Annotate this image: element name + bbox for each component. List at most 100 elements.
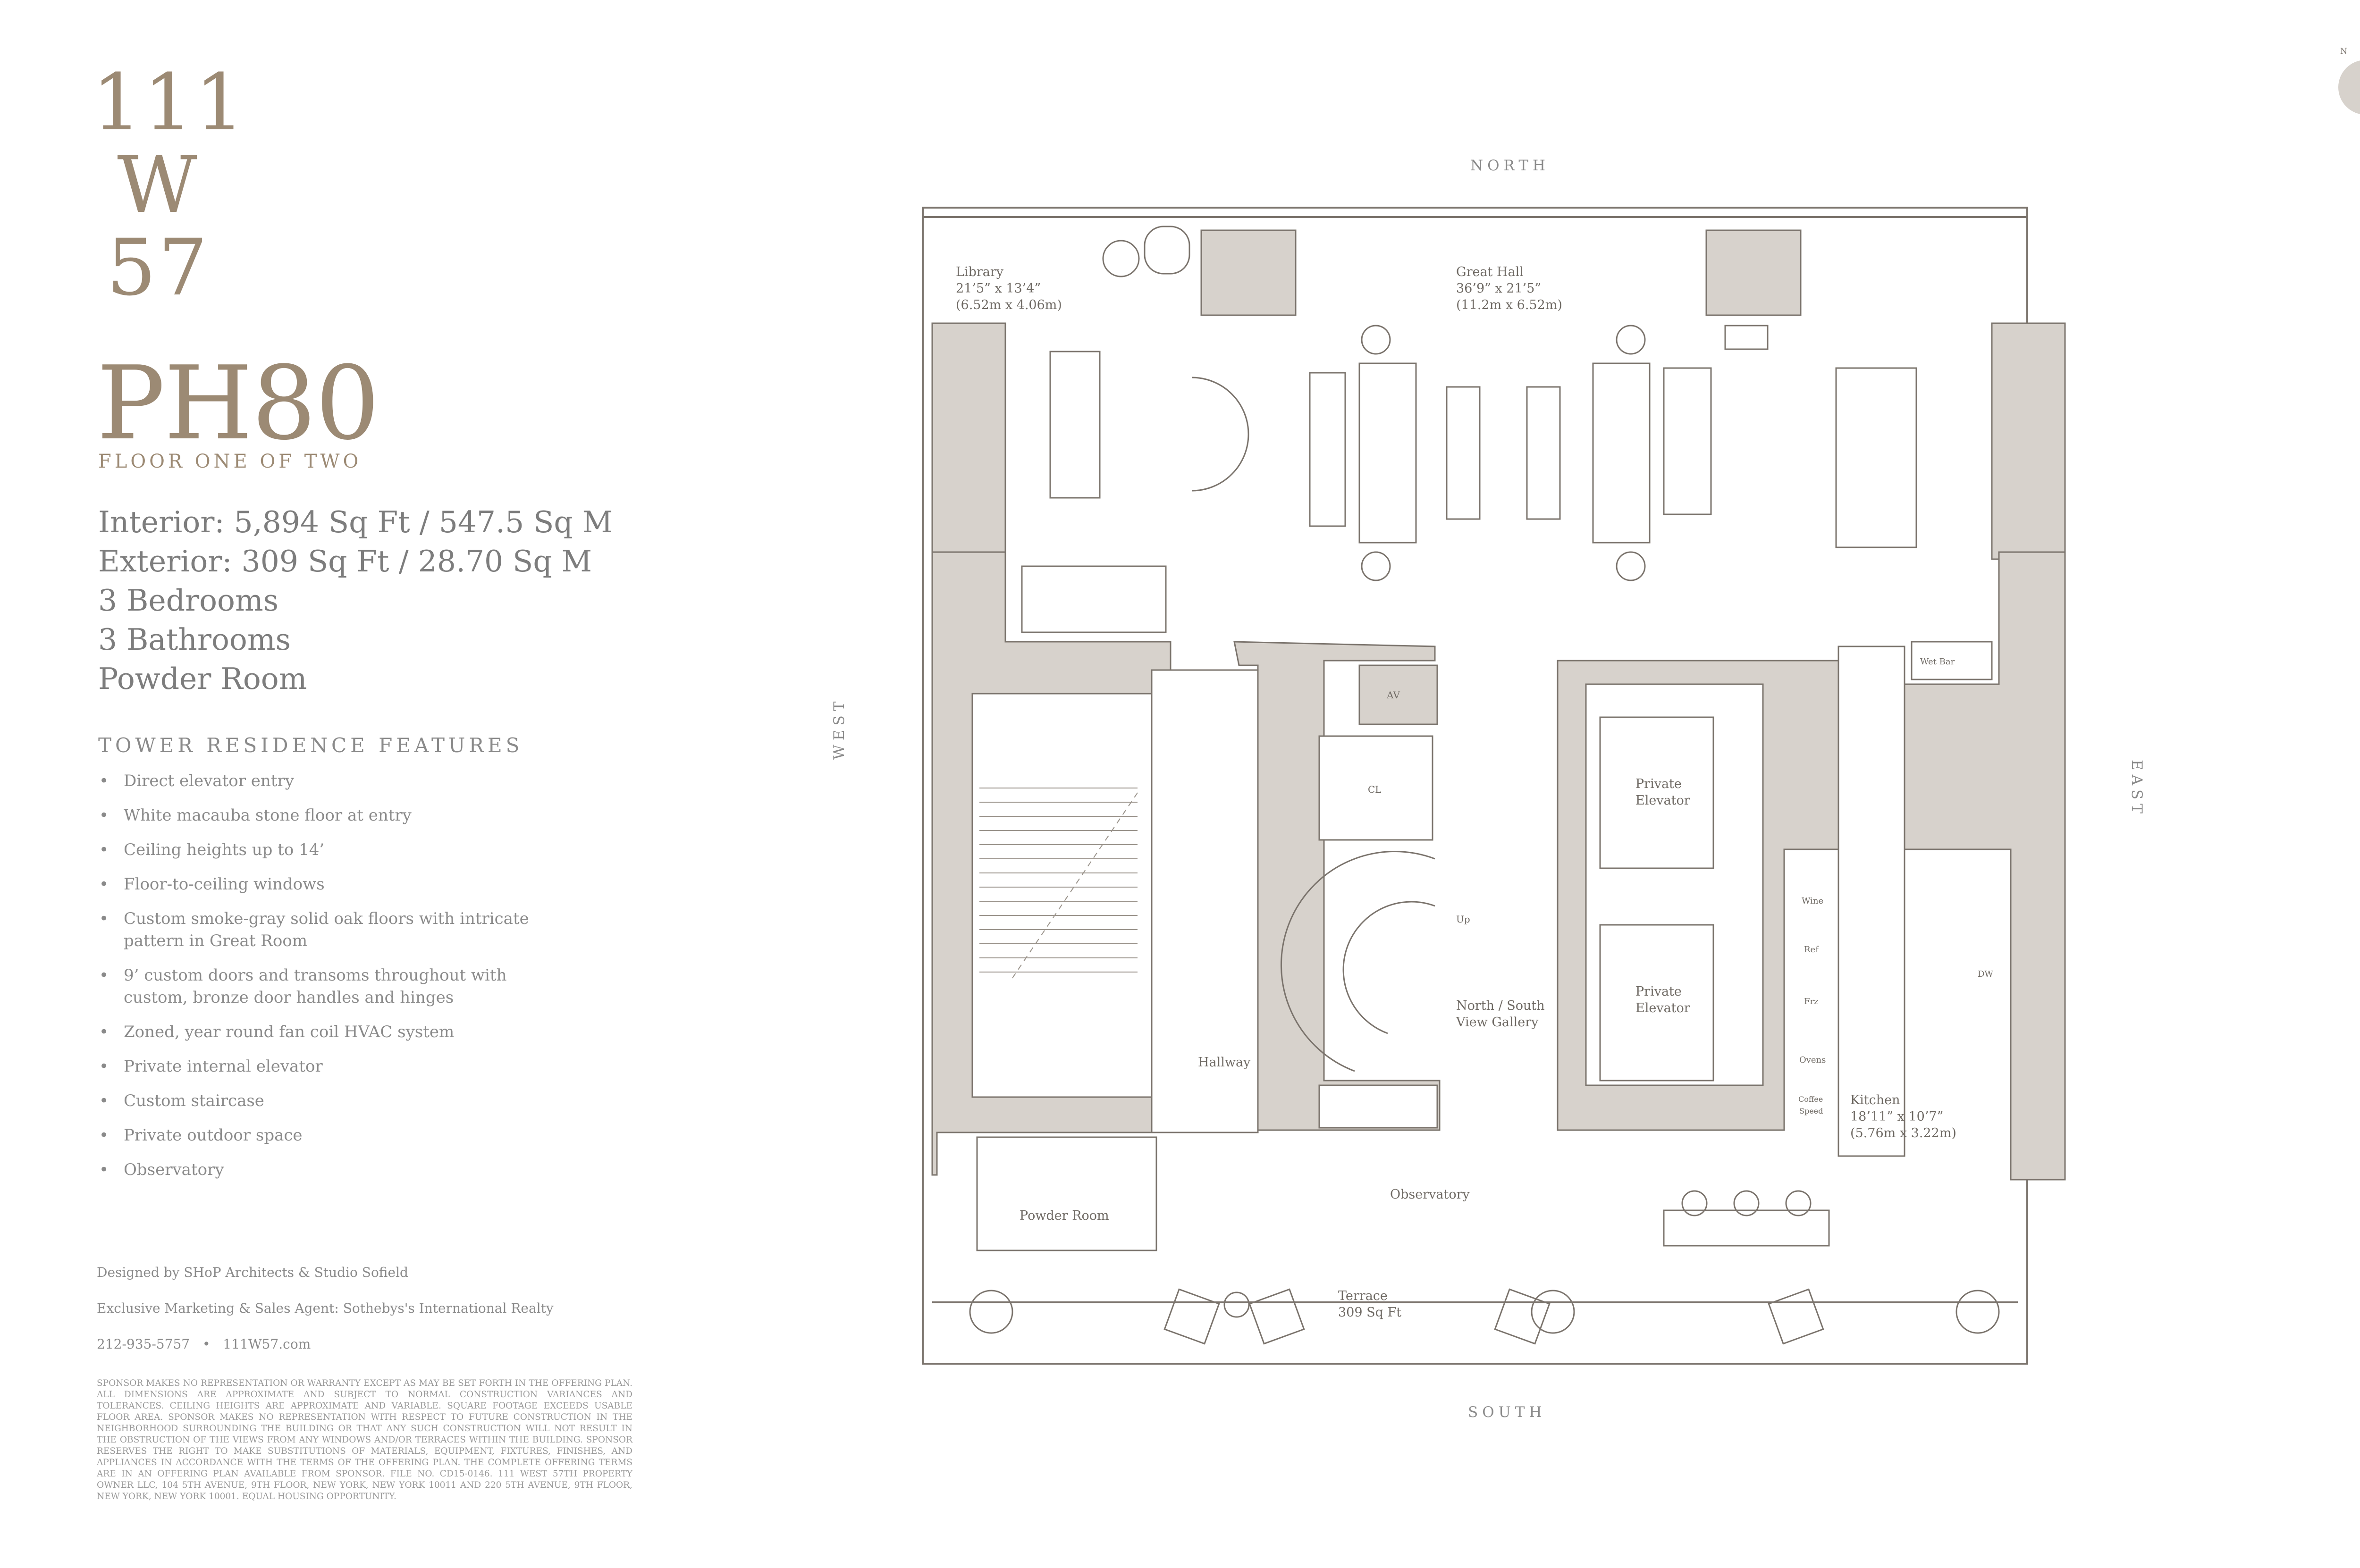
- wine-label: Wine: [1802, 896, 1823, 906]
- observatory-label: Observatory: [1390, 1187, 1470, 1202]
- brand-line-1: 111: [92, 57, 246, 148]
- stat-powder-room: Powder Room: [98, 662, 307, 696]
- wall-east-core: [1904, 551, 2066, 1181]
- contact-separator: •: [202, 1336, 211, 1352]
- feature-item: Custom smoke-gray solid oak floors with …: [98, 908, 570, 952]
- dining-table: [1835, 367, 1917, 548]
- library-label: Library: [956, 265, 1004, 279]
- sofa-2: [1592, 362, 1651, 544]
- column-north-1: [1200, 229, 1297, 316]
- ovens-label: Ovens: [1799, 1055, 1826, 1065]
- console-table: [1724, 325, 1769, 350]
- brand-line-2: W: [117, 140, 199, 230]
- stat-bathrooms: 3 Bathrooms: [98, 622, 291, 657]
- compass-icon: N S: [2338, 47, 2360, 114]
- column-north-2: [1705, 229, 1802, 316]
- sales-agent: Exclusive Marketing & Sales Agent: Sothe…: [97, 1300, 554, 1316]
- stat-exterior: Exterior: 309 Sq Ft / 28.70 Sq M: [98, 544, 592, 579]
- great-hall-dim: 36’9” x 21’5”: [1456, 281, 1541, 296]
- library-desk: [1049, 351, 1101, 499]
- contact-line: 212-935-5757 • 111W57.com: [97, 1335, 554, 1353]
- coffee-table-1: [1446, 386, 1481, 520]
- coffee-label-2: Speed: [1799, 1107, 1823, 1115]
- cl-label: CL: [1368, 784, 1382, 795]
- dw-label: DW: [1978, 969, 1993, 979]
- gallery-label-2: View Gallery: [1456, 1015, 1539, 1030]
- bench-2: [1663, 367, 1712, 515]
- feature-item: Private internal elevator: [98, 1056, 570, 1078]
- cl-closet: [1318, 735, 1433, 841]
- powder-room-label: Powder Room: [1020, 1208, 1109, 1223]
- feature-item: White macauba stone floor at entry: [98, 805, 570, 827]
- direction-south: SOUTH: [1468, 1404, 1546, 1421]
- direction-north: NORTH: [1470, 157, 1550, 174]
- coffee-table-2: [1526, 386, 1561, 520]
- feature-item: Custom staircase: [98, 1090, 570, 1112]
- powder-room: [976, 1136, 1157, 1251]
- feature-item: Direct elevator entry: [98, 770, 570, 792]
- feature-item: Observatory: [98, 1159, 570, 1181]
- terrace-label: Terrace: [1338, 1289, 1388, 1303]
- feature-item: Ceiling heights up to 14’: [98, 839, 570, 861]
- av-closet: [1358, 664, 1438, 725]
- brand-line-3: 57: [107, 222, 210, 313]
- bench-1: [1309, 372, 1346, 527]
- sofa-1: [1358, 362, 1417, 544]
- side-table-3: [1616, 325, 1646, 355]
- elevator-2-label-1: Private: [1635, 984, 1682, 999]
- designed-by: Designed by SHoP Architects & Studio Sof…: [97, 1265, 408, 1280]
- great-hall-dim-metric: (11.2m x 6.52m): [1456, 298, 1562, 312]
- library-dim: 21’5” x 13’4”: [956, 281, 1041, 296]
- frz-label: Frz: [1804, 997, 1819, 1006]
- av-label: AV: [1386, 689, 1400, 701]
- wet-bar: [1911, 641, 1993, 680]
- side-table-4: [1616, 551, 1646, 581]
- wall-pier-nw: [931, 322, 1006, 560]
- feature-item: 9’ custom doors and transoms throughout …: [98, 964, 570, 1009]
- features-title: TOWER RESIDENCE FEATURES: [98, 734, 523, 757]
- library-side-table: [1102, 240, 1140, 277]
- feature-item: Floor-to-ceiling windows: [98, 873, 570, 896]
- ref-label: Ref: [1804, 945, 1819, 955]
- website-link[interactable]: 111W57.com: [223, 1336, 311, 1352]
- great-hall-label: Great Hall: [1456, 265, 1524, 279]
- brand-logo: 111 W 57: [92, 57, 246, 313]
- compass-n: N: [2340, 47, 2347, 56]
- terrace-planter-west: [969, 1290, 1013, 1334]
- elevator-1-label-2: Elevator: [1635, 793, 1690, 808]
- stair-landing: [1318, 1084, 1438, 1129]
- stat-bedrooms: 3 Bedrooms: [98, 583, 279, 618]
- elevator-2-label-2: Elevator: [1635, 1001, 1690, 1015]
- features-list: Direct elevator entry White macauba ston…: [98, 770, 570, 1193]
- terrace-table: [1531, 1290, 1575, 1334]
- library-doors: [1191, 377, 1249, 492]
- coffee-label-1: Coffee: [1798, 1095, 1823, 1104]
- wall-pier-ne: [1991, 322, 2066, 560]
- unit-title: PH80: [97, 344, 380, 462]
- terrace-planter-east: [1955, 1290, 2000, 1334]
- credits: Designed by SHoP Architects & Studio Sof…: [97, 1264, 554, 1371]
- kitchen-dim-metric: (5.76m x 3.22m): [1850, 1126, 1956, 1140]
- stat-interior: Interior: 5,894 Sq Ft / 547.5 Sq M: [98, 505, 613, 539]
- kitchen-dim: 18’11” x 10’7”: [1850, 1109, 1943, 1124]
- gallery-label-1: North / South: [1456, 998, 1545, 1013]
- hallway-room: [1151, 669, 1259, 1133]
- private-elevator-1: [1599, 716, 1714, 869]
- kitchen-millwork: [1837, 646, 1905, 1157]
- feature-item: Private outdoor space: [98, 1124, 570, 1147]
- legal-disclaimer: SPONSOR MAKES NO REPRESENTATION OR WARRA…: [97, 1378, 632, 1501]
- observatory-counter: [1663, 1209, 1830, 1247]
- side-table-1: [1361, 325, 1391, 355]
- spiral-stair-outer: [1281, 850, 1435, 1072]
- phone-number: 212-935-5757: [97, 1336, 190, 1352]
- elevator-1-label-1: Private: [1635, 777, 1682, 791]
- feature-item: Zoned, year round fan coil HVAC system: [98, 1021, 570, 1043]
- unit-stats: Interior: 5,894 Sq Ft / 547.5 Sq M Exter…: [98, 503, 613, 698]
- library-lounge-chair: [1144, 226, 1190, 275]
- hallway-label: Hallway: [1198, 1055, 1251, 1070]
- stair-well: [971, 693, 1153, 1098]
- kitchen-label: Kitchen: [1850, 1093, 1900, 1107]
- wall-gallery-west: [1233, 641, 1441, 1131]
- spiral-stair-inner: [1342, 901, 1435, 1034]
